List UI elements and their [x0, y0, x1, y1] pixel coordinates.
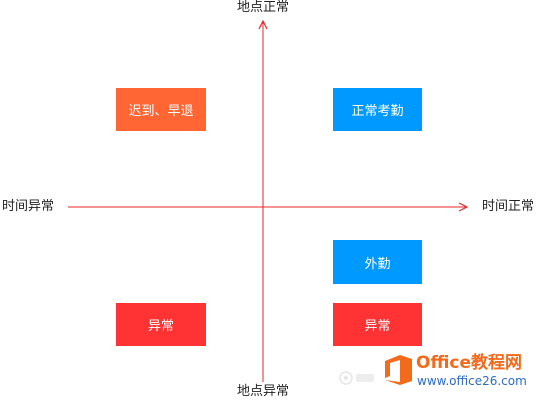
faint-watermark-icon	[339, 371, 374, 385]
box-field-work: 外勤	[333, 240, 422, 284]
box-abnormal-left: 异常	[116, 303, 206, 346]
axis-label-top: 地点正常	[236, 0, 290, 15]
watermark-brand-text: Office教程网	[416, 353, 523, 373]
box-late-early: 迟到、早退	[116, 88, 206, 131]
box-normal-attendance: 正常考勤	[333, 88, 422, 131]
watermark-url-text: www.office26.com	[417, 374, 527, 388]
office-logo-icon	[385, 355, 412, 385]
axis-label-bottom: 地点异常	[236, 384, 290, 399]
axis-label-left: 时间异常	[2, 199, 55, 214]
axis-label-right: 时间正常	[482, 199, 535, 214]
box-abnormal-right: 异常	[333, 303, 422, 346]
